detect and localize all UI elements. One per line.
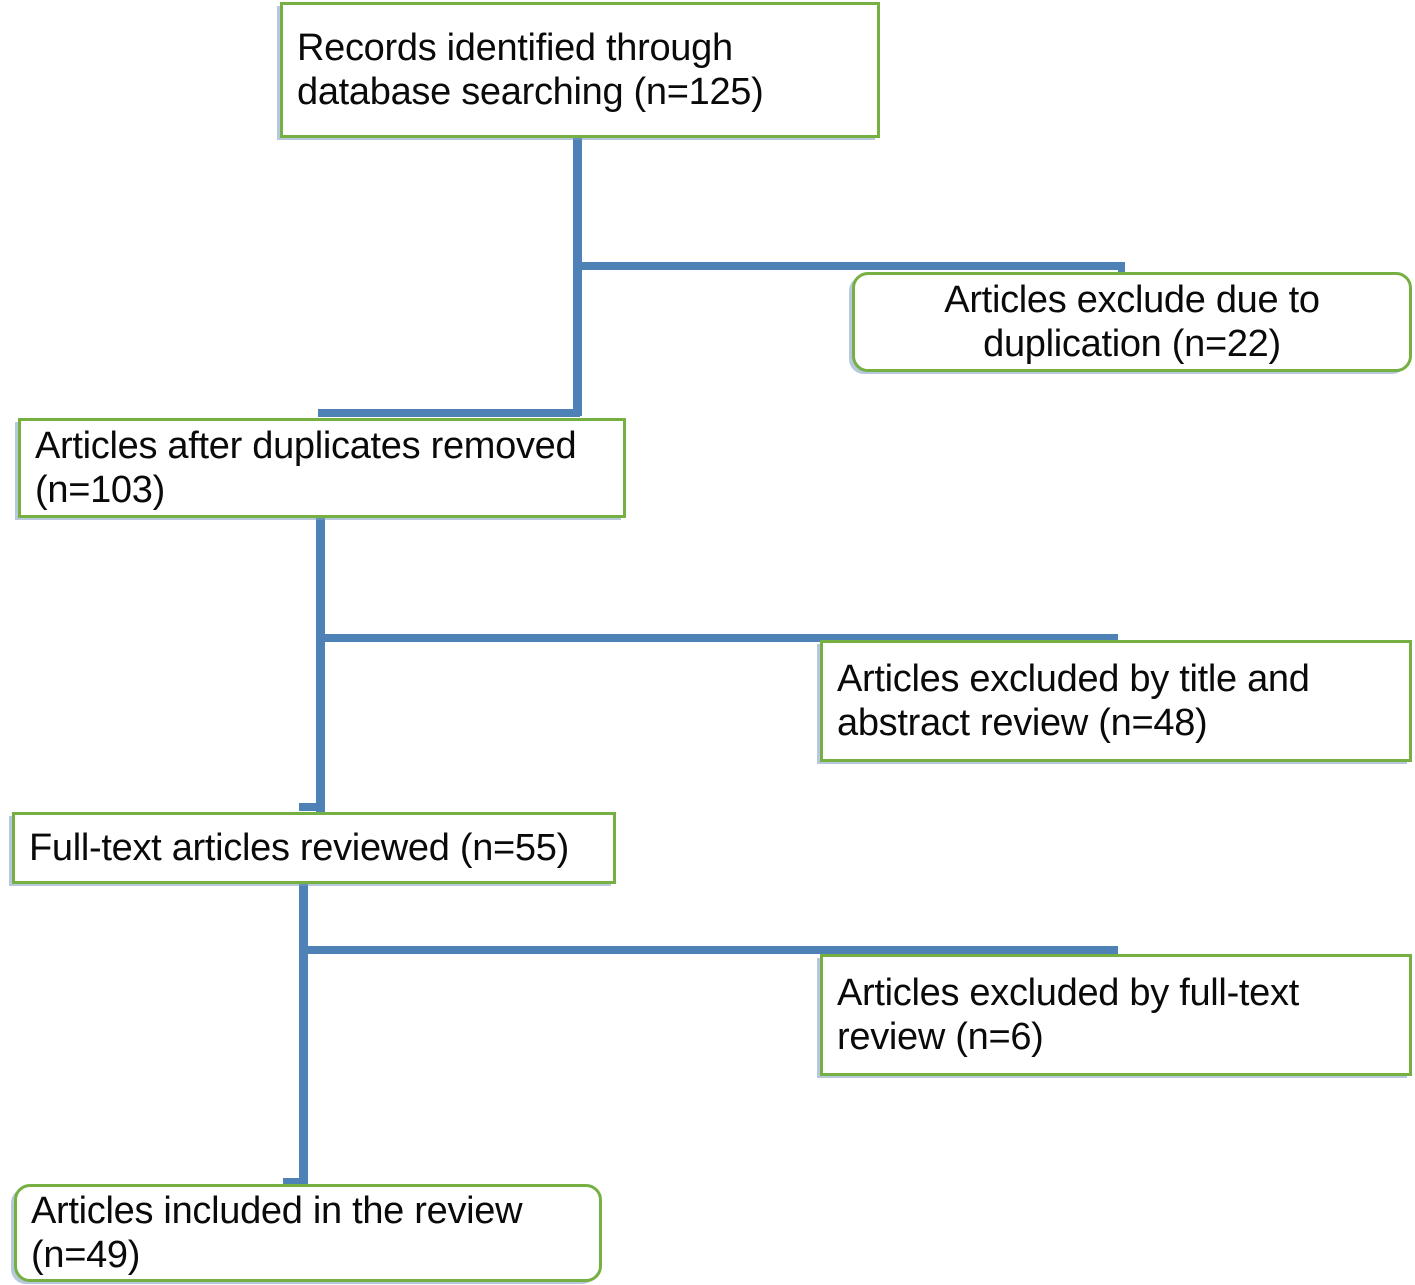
node-full-text-reviewed-label: Full-text articles reviewed (n=55): [29, 826, 569, 869]
connector-records-to-after-duplicates-elbow: [318, 409, 580, 417]
connector-fulltext-bottom-jog: [283, 1178, 307, 1186]
node-after-duplicates-removed-label: Articles after duplicates removed (n=103…: [35, 424, 577, 511]
node-included-in-review-label: Articles included in the review (n=49): [31, 1189, 523, 1276]
connector-after-duplicates-to-fulltext-vertical: [316, 516, 325, 812]
node-excluded-title-abstract-label: Articles excluded by title and abstract …: [837, 657, 1310, 744]
node-excluded-title-abstract[interactable]: Articles excluded by title and abstract …: [820, 640, 1412, 762]
node-excluded-duplication[interactable]: Articles exclude due to duplication (n=2…: [852, 272, 1412, 372]
connector-records-to-excluded-duplication-horizontal: [573, 262, 1125, 270]
connector-records-to-duplicates-vertical: [573, 136, 582, 416]
node-included-in-review[interactable]: Articles included in the review (n=49): [14, 1184, 602, 1282]
node-excluded-duplication-label: Articles exclude due to duplication (n=2…: [944, 278, 1320, 365]
node-records-identified[interactable]: Records identified through database sear…: [280, 2, 880, 138]
connector-after-duplicates-to-excluded-title-horizontal: [316, 634, 1118, 642]
node-after-duplicates-removed[interactable]: Articles after duplicates removed (n=103…: [18, 418, 626, 518]
node-full-text-reviewed[interactable]: Full-text articles reviewed (n=55): [12, 812, 616, 884]
connector-excluded-duplication-stub: [1118, 262, 1125, 276]
connector-fulltext-to-included-vertical: [299, 884, 308, 1186]
node-excluded-full-text-label: Articles excluded by full-text review (n…: [837, 971, 1299, 1058]
connector-after-duplicates-bottom-jog: [299, 803, 323, 811]
node-excluded-full-text[interactable]: Articles excluded by full-text review (n…: [820, 954, 1412, 1076]
node-records-identified-label: Records identified through database sear…: [297, 26, 764, 113]
connector-fulltext-to-excluded-fulltext-horizontal: [299, 946, 1118, 954]
